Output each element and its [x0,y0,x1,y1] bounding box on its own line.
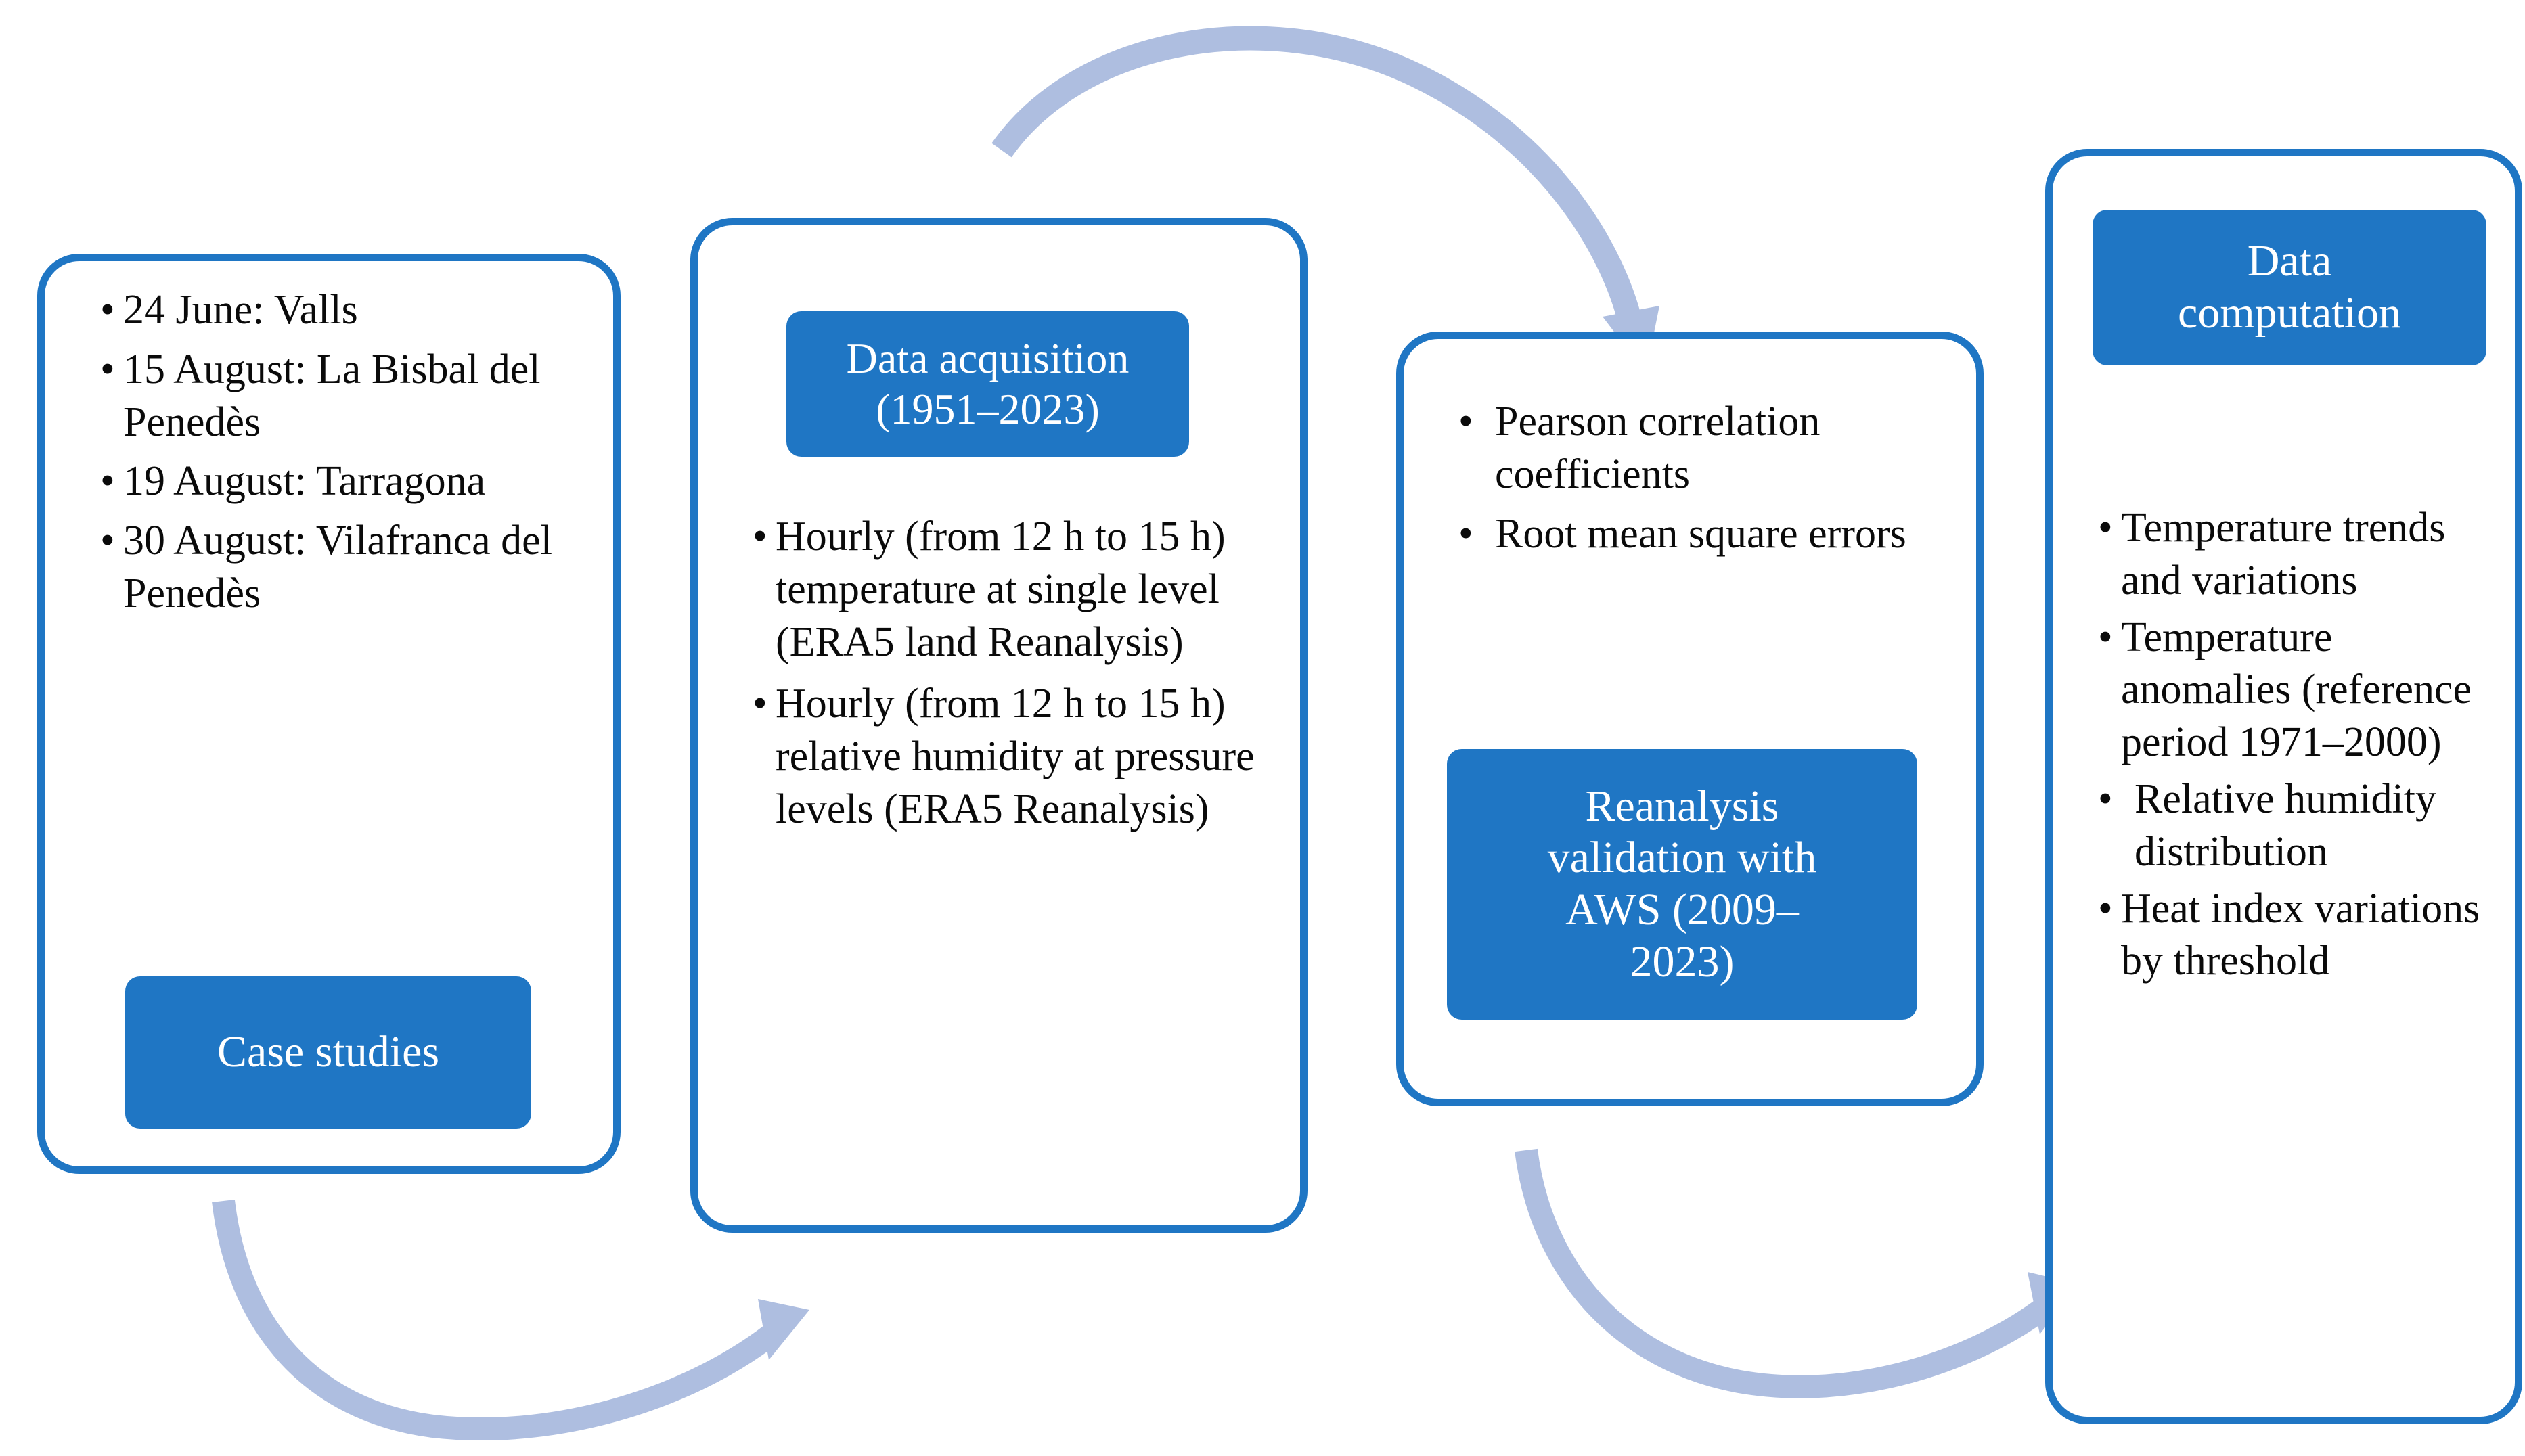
list-item: • Relative humidity distribution [2098,773,2504,879]
list-item: • 19 August: Tarragona [100,455,574,508]
bullet-icon: • [100,287,115,333]
list-item: • Temperature anomalies (reference perio… [2098,612,2504,769]
list-item-label: Temperature anomalies (reference period … [2121,614,2472,766]
badge-reanalysis-validation[interactable]: Reanalysis validation with AWS (2009– 20… [1447,749,1917,1020]
bullet-list-data-computation: • Temperature trends and variations • Te… [2098,502,2504,992]
list-item-label: 30 August: Vilafranca del Penedès [123,518,552,616]
bullet-icon: • [100,458,115,505]
bullet-list-case-studies: • 24 June: Valls • 15 August: La Bisbal … [100,284,574,627]
bullet-icon: • [2098,505,2113,551]
bullet-icon: • [2098,775,2113,822]
badge-label: Case studies [217,1027,440,1077]
badge-label-line1: Data [2247,236,2332,286]
list-item: • Pearson correlation coefficients [1458,396,1946,501]
bullet-icon: • [2098,885,2113,932]
badge-case-studies[interactable]: Case studies [125,976,531,1129]
bullet-icon: • [100,518,115,564]
bullet-icon: • [1458,399,1473,445]
badge-label: Data acquisition (1951–2023) [847,334,1130,434]
badge-label-line1: Data acquisition [846,334,1130,383]
list-item: • Hourly (from 12 h to 15 h) relative hu… [753,678,1287,836]
badge-label-line1: Reanalysis [1585,781,1779,831]
badge-label-line2: (1951–2023) [876,384,1100,433]
list-item-label: Pearson correlation coefficients [1495,399,1820,497]
list-item-label: Relative humidity distribution [2135,775,2436,875]
bullet-icon: • [100,346,115,392]
list-item: • 15 August: La Bisbal del Penedès [100,344,574,449]
badge-label-line2: validation with [1547,833,1817,883]
list-item: • Root mean square errors [1458,508,1946,561]
badge-label: Reanalysis validation with AWS (2009– 20… [1548,781,1817,988]
bullet-list-reanalysis-validation: • Pearson correlation coefficients • Roo… [1458,396,1946,567]
badge-data-acquisition[interactable]: Data acquisition (1951–2023) [786,311,1189,457]
badge-data-computation[interactable]: Data computation [2093,210,2486,365]
list-item-label: 19 August: Tarragona [123,458,486,505]
badge-label-line3: AWS (2009– [1565,885,1799,934]
list-item-label: Hourly (from 12 h to 15 h) temperature a… [776,514,1226,665]
list-item: • 30 August: Vilafranca del Penedès [100,515,574,620]
badge-label-line4: 2023) [1630,936,1735,986]
bullet-list-data-acquisition: • Hourly (from 12 h to 15 h) temperature… [753,511,1287,846]
list-item: • Temperature trends and variations [2098,502,2504,608]
list-item-label: Temperature trends and variations [2121,505,2446,604]
badge-label-line2: computation [2178,288,2401,338]
list-item: • Hourly (from 12 h to 15 h) temperature… [753,511,1287,668]
bullet-icon: • [753,681,767,727]
list-item-label: 15 August: La Bisbal del Penedès [123,346,541,445]
bullet-icon: • [2098,614,2113,660]
arrow-reanalysis-validation-to-data-computation [1515,1148,2079,1398]
list-item: • Heat index variations by threshold [2098,883,2504,988]
list-item-label: 24 June: Valls [123,287,358,333]
list-item-label: Heat index variations by threshold [2121,885,2480,984]
list-item-label: Hourly (from 12 h to 15 h) relative humi… [776,681,1255,832]
badge-label: Data computation [2178,235,2401,339]
bullet-icon: • [1458,510,1473,557]
bullet-icon: • [753,514,767,560]
list-item: • 24 June: Valls [100,284,574,337]
arrow-case-studies-to-data-acquisition [212,1199,809,1440]
list-item-label: Root mean square errors [1495,510,1906,557]
